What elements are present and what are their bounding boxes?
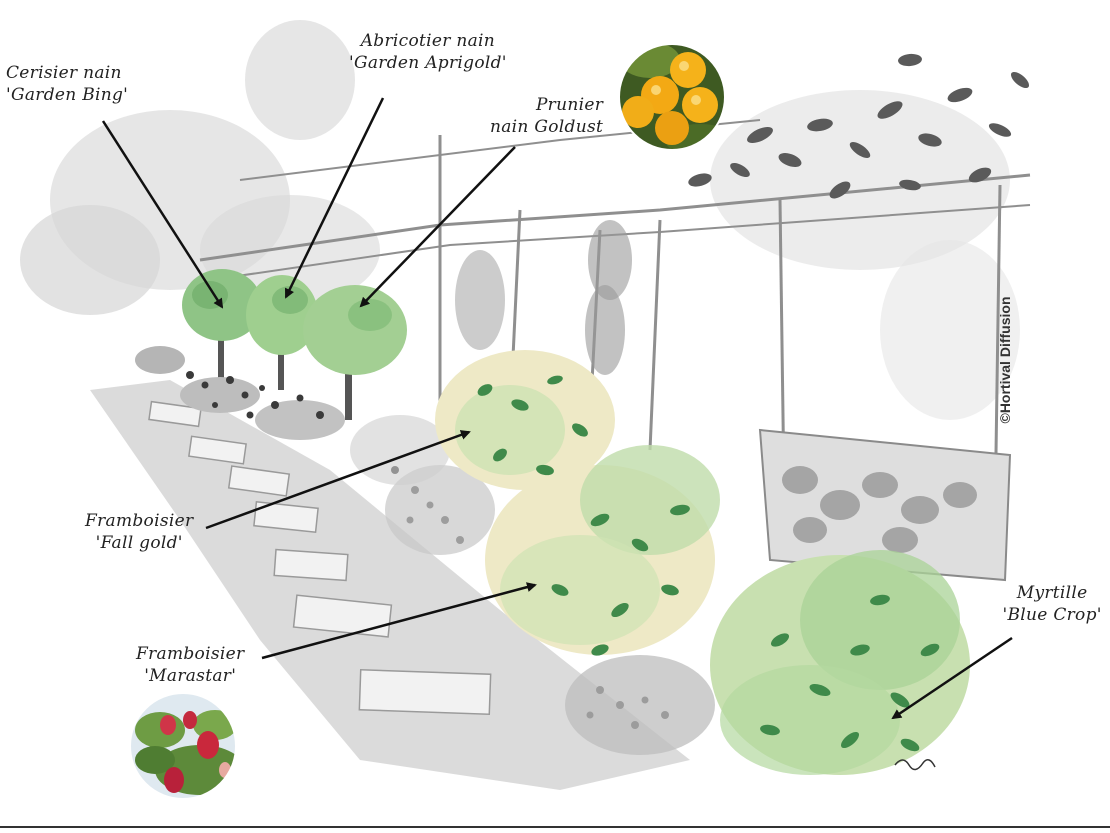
label-prunier-goldust: Prunier nain Goldust — [490, 94, 603, 138]
label-line: 'Garden Aprigold' — [349, 53, 507, 73]
label-framboisier-fall-gold: Framboisier 'Fall gold' — [85, 510, 193, 554]
label-line: Prunier — [535, 95, 604, 115]
label-line: 'Marastar' — [144, 666, 237, 686]
arrow-cerisier — [101, 120, 224, 309]
label-line: Framboisier — [136, 644, 245, 664]
arrow-marastar — [261, 582, 537, 660]
climber — [455, 220, 632, 375]
label-myrtille-blue-crop: Myrtille 'Blue Crop' — [1003, 582, 1102, 626]
dwarf-trees — [182, 269, 407, 420]
artist-signature — [894, 759, 936, 771]
fruit-bushes — [435, 350, 970, 775]
arrow-fall-gold — [205, 430, 471, 530]
yellow-plum-photo-icon — [618, 43, 726, 151]
ground-scatter — [135, 346, 669, 729]
label-abricotier-garden-aprigold: Abricotier nain 'Garden Aprigold' — [349, 30, 507, 74]
label-line: Cerisier nain — [6, 63, 122, 83]
label-line: 'Fall gold' — [95, 533, 183, 553]
label-line: Myrtille — [1016, 583, 1088, 603]
arrow-abricotier — [284, 97, 385, 299]
bottom-divider — [0, 826, 1110, 828]
label-framboisier-marastar: Framboisier 'Marastar' — [136, 643, 244, 687]
pointer-arrows — [101, 97, 1013, 720]
arrow-myrtille — [891, 636, 1013, 720]
label-line: Framboisier — [85, 511, 194, 531]
copyright-credit: ©Hortival Diffusion — [997, 296, 1013, 424]
label-cerisier-garden-bing: Cerisier nain 'Garden Bing' — [6, 62, 128, 106]
arrow-prunier — [359, 146, 516, 308]
dark-leaves — [688, 53, 1030, 199]
label-line: nain Goldust — [490, 117, 604, 137]
gabion — [758, 428, 1012, 582]
label-line: 'Garden Bing' — [6, 85, 129, 105]
label-line: 'Blue Crop' — [1002, 605, 1102, 625]
garden-path — [90, 380, 690, 790]
label-line: Abricotier nain — [360, 31, 496, 51]
raspberry-photo-icon — [129, 692, 237, 800]
